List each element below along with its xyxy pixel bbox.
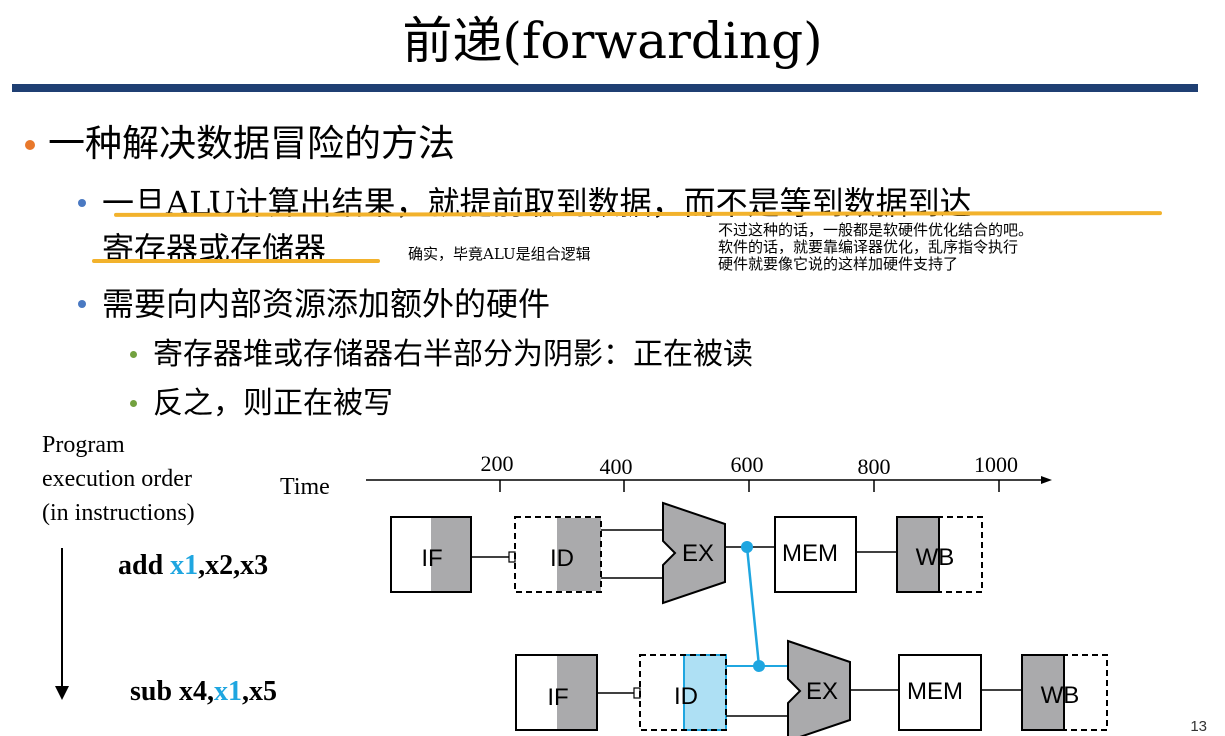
time-tick-label: 200 (481, 451, 514, 476)
instruction-text: ,x2,x3 (198, 550, 269, 581)
stage-wb-box (896, 516, 983, 593)
stage-ex-alu (662, 501, 726, 605)
side-note: 不过这种的话，一般都是软硬件优化结合的吧。 软件的话，就要靠编译器优化，乱序指令… (718, 222, 1033, 273)
bullet-dot-level1 (25, 140, 35, 150)
stage-if-label: IF (547, 684, 568, 711)
stage-mem-box (774, 516, 857, 593)
bullet-level3-item2: 反之，则正在被写 (153, 386, 393, 421)
time-label: Time (280, 474, 330, 500)
instruction-add: add x1,x2,x3 (118, 550, 268, 582)
instruction-text: ,x5 (242, 676, 278, 707)
page-number: 13 (1190, 718, 1207, 735)
time-tick-label: 400 (600, 454, 633, 479)
time-tick-label: 800 (858, 454, 891, 479)
bullet-dot-level2 (78, 300, 86, 308)
stage-ex-alu (787, 639, 851, 736)
time-tick-label: 600 (731, 452, 764, 477)
bullet-level2-item2: 需要向内部资源添加额外的硬件 (102, 285, 551, 323)
bullet-dot-level3 (130, 351, 137, 358)
bullet-level1: 一种解决数据冒险的方法 (48, 122, 455, 165)
title-divider (12, 84, 1198, 92)
alu-note: 确实，毕竟ALU是组合逻辑 (408, 245, 591, 263)
program-order-label: Program execution order (in instructions… (42, 428, 195, 530)
stage-mem-label: MEM (907, 678, 963, 705)
side-note-line: 软件的话，就要靠编译器优化，乱序指令执行 (718, 238, 1019, 256)
stage-if-shade (557, 656, 596, 729)
program-order-arrowhead (55, 686, 69, 700)
stage-ex-label: EX (806, 678, 838, 705)
stage-id-shade (557, 518, 601, 591)
bullet-dot-level3 (130, 400, 137, 407)
time-axis-arrowhead (1041, 476, 1052, 484)
time-tick-label: 1000 (974, 452, 1018, 477)
stage-if-shade (431, 518, 470, 591)
stage-id-label: ID (550, 545, 574, 572)
program-order-label-line: (in instructions) (42, 500, 195, 526)
stage-id-box (514, 516, 602, 593)
stage-id-label: ID (674, 683, 698, 710)
stage-wb-label: WB (1041, 682, 1080, 709)
instruction-sub: sub x4,x1,x5 (130, 676, 277, 708)
pipeline-row-add: IF ID EX MEM WB (390, 501, 983, 605)
instruction-text: sub x4, (130, 676, 215, 707)
stage-mem-box (898, 654, 982, 731)
stage-wb-label: WB (916, 544, 955, 571)
bullet-level3-item1: 寄存器堆或存储器右半部分为阴影：正在被读 (153, 337, 753, 372)
stage-ex-label: EX (682, 540, 714, 567)
program-order-label-line: execution order (42, 466, 192, 492)
stage-id-box (639, 654, 727, 731)
program-order-label-line: Program (42, 432, 125, 458)
instruction-dest-register: x1 (170, 550, 199, 581)
stage-if-label: IF (421, 545, 442, 572)
time-ticks (499, 480, 1000, 492)
stage-mem-label: MEM (782, 540, 838, 567)
instruction-src-register: x1 (214, 676, 243, 707)
highlight-underline-2 (92, 259, 380, 263)
instruction-text: add (118, 550, 171, 581)
stage-wb-box (1021, 654, 1108, 731)
forwarding-path (745, 546, 761, 667)
slide-title: 前递(forwarding) (402, 12, 823, 70)
side-note-line: 不过这种的话，一般都是软硬件优化结合的吧。 (718, 221, 1034, 239)
side-note-line: 硬件就要像它说的这样加硬件支持了 (718, 255, 959, 273)
forward-target-dot (753, 660, 765, 672)
bullet-dot-level2 (78, 199, 86, 207)
pipeline-row-sub: IF ID EX MEM WB (515, 639, 1108, 736)
